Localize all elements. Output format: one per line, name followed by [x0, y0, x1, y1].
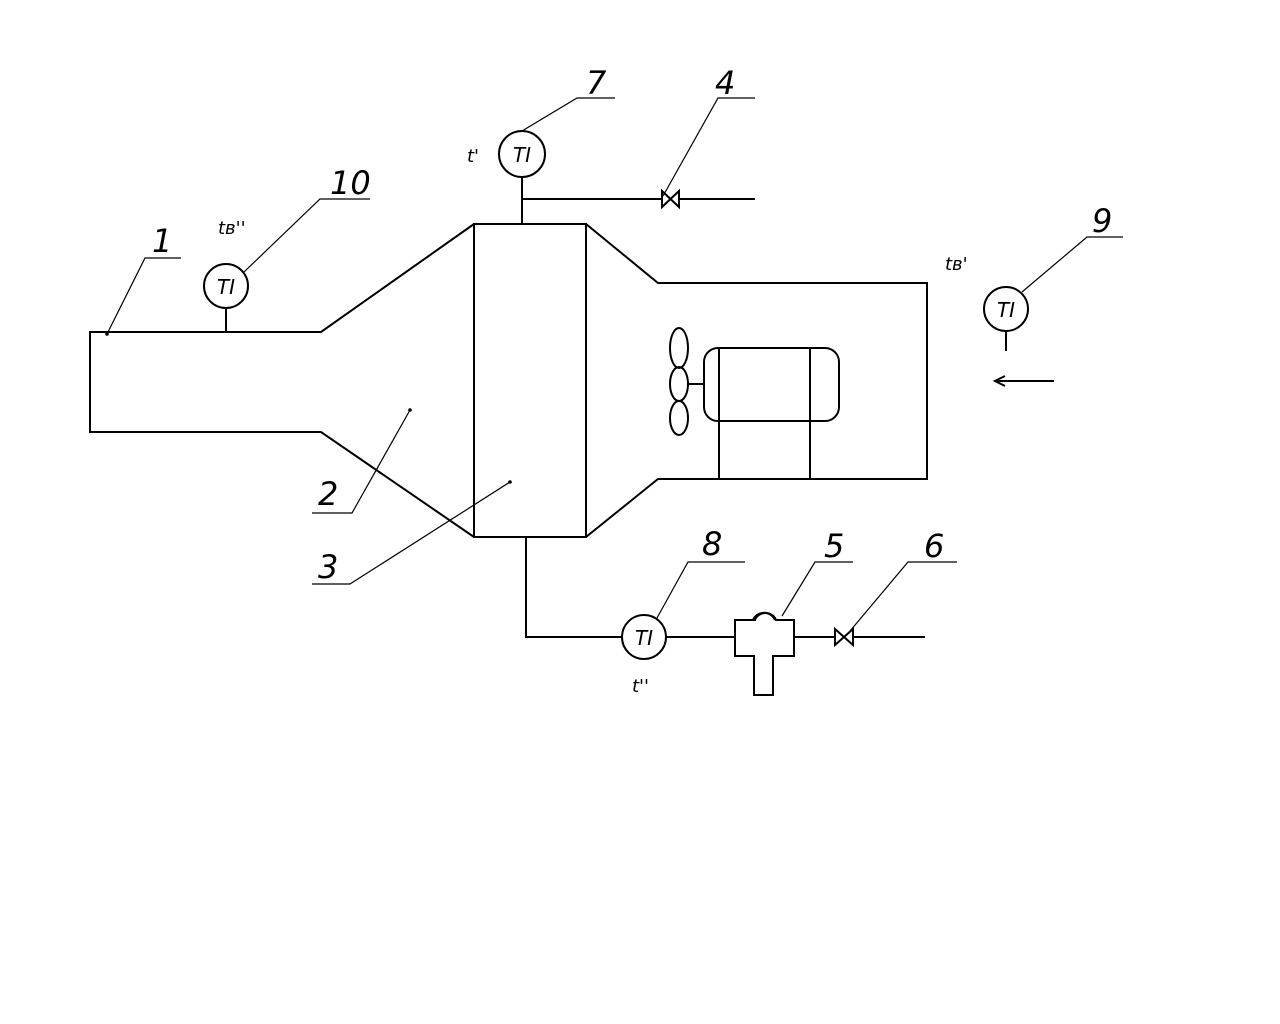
air-flow-arrow: [992, 375, 1054, 387]
fan-impeller: [669, 327, 689, 436]
callout-7: 7: [586, 64, 607, 102]
temp-label-tv-out: tв'': [218, 218, 246, 239]
steam-trap-5-icon: [734, 611, 795, 696]
callout-3: 3: [318, 548, 338, 586]
callout-1: 1: [152, 222, 172, 260]
fan-motor: [688, 347, 840, 479]
callout-10: 10: [330, 164, 371, 202]
instrument-label-8: TI: [635, 626, 653, 650]
callout-4: 4: [715, 64, 735, 102]
valve-6-icon: [834, 626, 854, 648]
callout-6: 6: [924, 527, 944, 565]
fan-housing: [585, 223, 928, 538]
temp-label-tv-in: tв': [945, 254, 968, 275]
coolant-inlet-pipe: [521, 177, 755, 224]
temp-label-t-in: t': [467, 146, 479, 167]
instrument-label-9: TI: [997, 298, 1015, 322]
thermometer-10: TI: [203, 263, 249, 332]
thermometer-7: TI: [498, 130, 546, 178]
coolant-outlet-pipe: [525, 537, 925, 638]
heat-exchanger-core: [473, 223, 587, 538]
callout-9: 9: [1092, 202, 1112, 240]
instrument-label-7: TI: [513, 143, 531, 167]
leader-lines: [105, 97, 1123, 632]
callout-5: 5: [824, 527, 844, 565]
valve-4-icon: [661, 188, 680, 210]
temp-label-t-out: t'': [632, 676, 649, 697]
thermometer-8: TI: [621, 614, 667, 660]
callout-2: 2: [318, 475, 338, 513]
thermometer-9: TI: [983, 286, 1029, 351]
callout-8: 8: [702, 525, 722, 563]
air-duct-outlet: [89, 223, 475, 538]
instrument-label-10: TI: [217, 275, 235, 299]
